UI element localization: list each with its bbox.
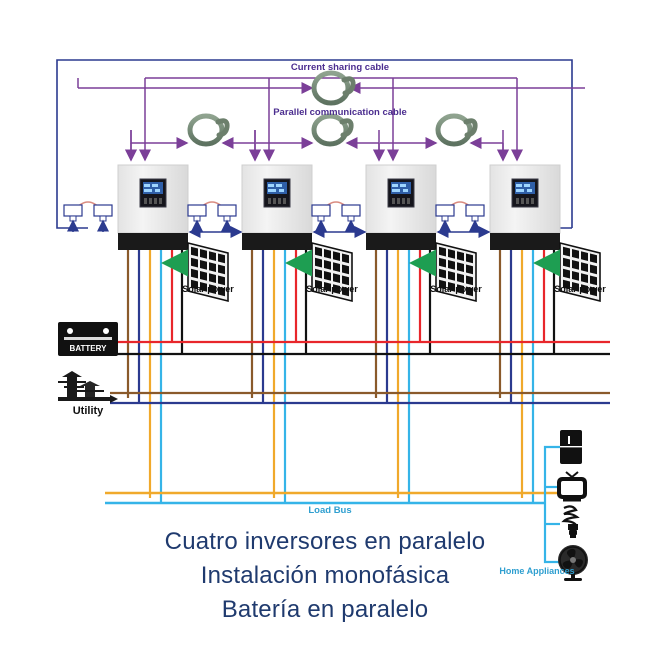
utility-label: Utility bbox=[73, 405, 104, 417]
solar-array-3 bbox=[409, 242, 477, 302]
caption-line-1: Cuatro inversores en paralelo bbox=[164, 528, 486, 555]
cfl-bulb-icon bbox=[561, 505, 580, 538]
cable-coil-parallel-3 bbox=[435, 113, 478, 147]
solar-array-1 bbox=[161, 242, 229, 302]
current-sharing-bus bbox=[77, 77, 585, 162]
fan-icon bbox=[558, 545, 588, 581]
solar-label-1: Solar power bbox=[182, 284, 234, 294]
solar-label-2: Solar power bbox=[306, 284, 358, 294]
inverter-2[interactable] bbox=[241, 164, 313, 250]
current-sharing-label: Current sharing cable bbox=[291, 62, 389, 73]
parallel-comm-stubs bbox=[125, 143, 509, 162]
battery-bus bbox=[110, 340, 610, 356]
solar-label-3: Solar power bbox=[430, 284, 482, 294]
inverter-4[interactable] bbox=[489, 164, 561, 250]
breaker-pair-2[interactable] bbox=[311, 201, 367, 238]
solar-label-4: Solar power bbox=[554, 284, 606, 294]
solar-array-2 bbox=[285, 242, 353, 302]
caption-line-3: Batería en paralelo bbox=[221, 596, 429, 623]
cable-coil-current-sharing bbox=[311, 70, 356, 106]
caption-line-2: Instalación monofásica bbox=[200, 562, 450, 589]
cable-coil-parallel-1 bbox=[187, 113, 230, 147]
television-icon bbox=[557, 471, 587, 502]
utility-bus bbox=[110, 391, 610, 405]
load-bus-label: Load Bus bbox=[308, 505, 351, 516]
breaker-pair-1[interactable] bbox=[187, 201, 243, 238]
utility-pylon-icon bbox=[58, 371, 118, 403]
cable-coil-parallel-2 bbox=[311, 113, 354, 147]
refrigerator-icon bbox=[560, 430, 582, 464]
battery-label: BATTERY bbox=[70, 344, 108, 353]
parallel-communication-label: Parallel communication cable bbox=[273, 107, 407, 118]
load-bus bbox=[105, 491, 560, 505]
inverter-3[interactable] bbox=[365, 164, 437, 250]
breaker-pair-3[interactable] bbox=[435, 201, 491, 238]
inverter-1[interactable] bbox=[117, 164, 189, 250]
home-appliances-label: Home Appliances bbox=[499, 566, 574, 576]
battery-icon bbox=[58, 322, 118, 356]
solar-array-4 bbox=[533, 242, 601, 302]
breaker-pair-0[interactable] bbox=[63, 201, 113, 232]
